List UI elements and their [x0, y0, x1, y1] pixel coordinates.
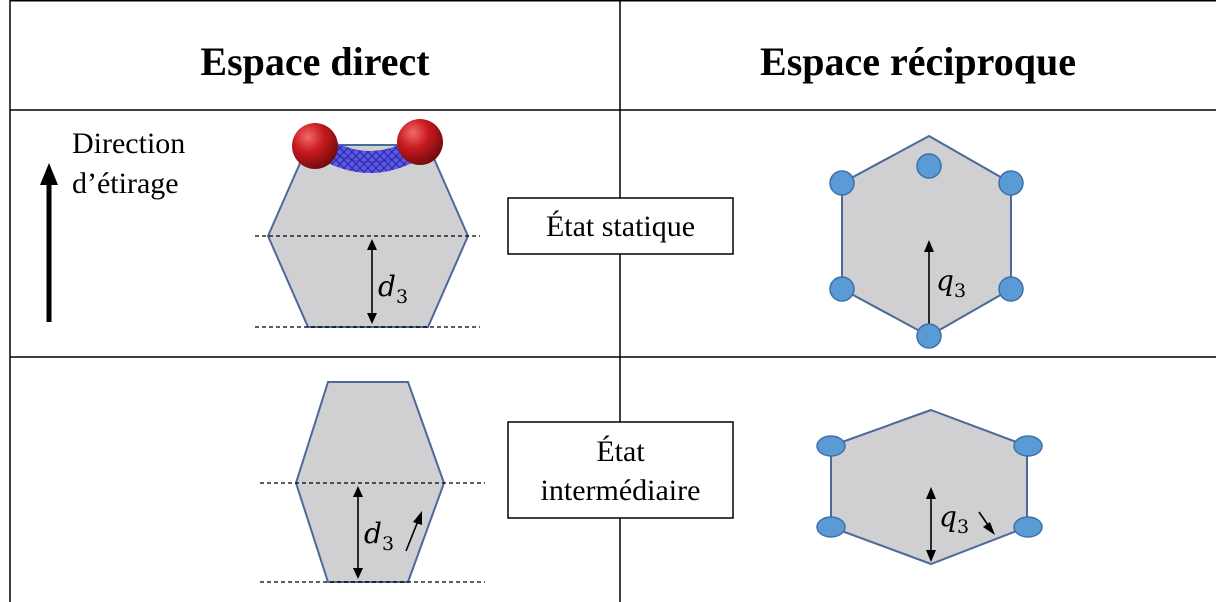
intermediate-state-label-line2: intermédiaire [541, 474, 701, 507]
bragg-spot-lower-right [1013, 516, 1043, 538]
intermediate-reciprocal-cell: q3 [816, 408, 1043, 566]
static-d3-label: d3 [378, 270, 408, 308]
static-d3-dimension-arrow [367, 239, 377, 324]
intermediate-state-label-line1: État [596, 435, 645, 468]
bragg-spot-bottom [916, 323, 942, 349]
static-state-frame [507, 197, 734, 255]
stretch-arrow-head [40, 163, 58, 185]
intermediate-d3-label: d3 [364, 517, 394, 555]
intermediate-direct-hexagon [294, 381, 446, 583]
intermediate-state-box: État intermédiaire [507, 421, 734, 519]
header-reciprocal-space: Espace réciproque [760, 39, 1076, 84]
table-grid [9, 0, 1216, 602]
stretch-direction: Direction d’étirage [40, 127, 185, 322]
intermediate-state-frame [507, 421, 734, 519]
bragg-spot-upper-right [1013, 435, 1043, 457]
stretch-label-line1: Direction [72, 127, 185, 160]
bragg-spot-lower-right [998, 276, 1024, 302]
intermediate-reciprocal-hexagon [830, 408, 1028, 566]
red-sphere-left [292, 123, 338, 169]
bragg-spot-top [916, 153, 942, 179]
intermediate-q3-dimension-arrow [926, 487, 936, 562]
intermediate-bragg-spots [816, 435, 1043, 538]
bragg-spot-upper-left [816, 435, 846, 457]
static-reciprocal-cell: q3 [829, 134, 1024, 349]
static-state-label: État statique [546, 210, 695, 243]
q3-decrease-arrow [978, 511, 995, 535]
polymer-chain-illustration [292, 119, 443, 173]
static-bragg-spots [829, 153, 1024, 349]
bragg-spot-lower-left [829, 276, 855, 302]
intermediate-direct-cell: d3 [260, 381, 485, 583]
static-state-box: État statique [507, 197, 734, 255]
d3-increase-arrow [405, 511, 422, 552]
intermediate-q3-label: q3 [939, 500, 969, 538]
bragg-spot-upper-left [829, 170, 855, 196]
bragg-spot-lower-left [816, 516, 846, 538]
static-q3-label: q3 [936, 264, 966, 302]
red-sphere-right [397, 119, 443, 165]
stretch-label-line2: d’étirage [72, 167, 179, 200]
static-direct-cell: d3 [255, 119, 480, 328]
bragg-spot-upper-right [998, 170, 1024, 196]
header-direct-space: Espace direct [200, 39, 430, 84]
intermediate-d3-dimension-arrow [353, 486, 363, 579]
